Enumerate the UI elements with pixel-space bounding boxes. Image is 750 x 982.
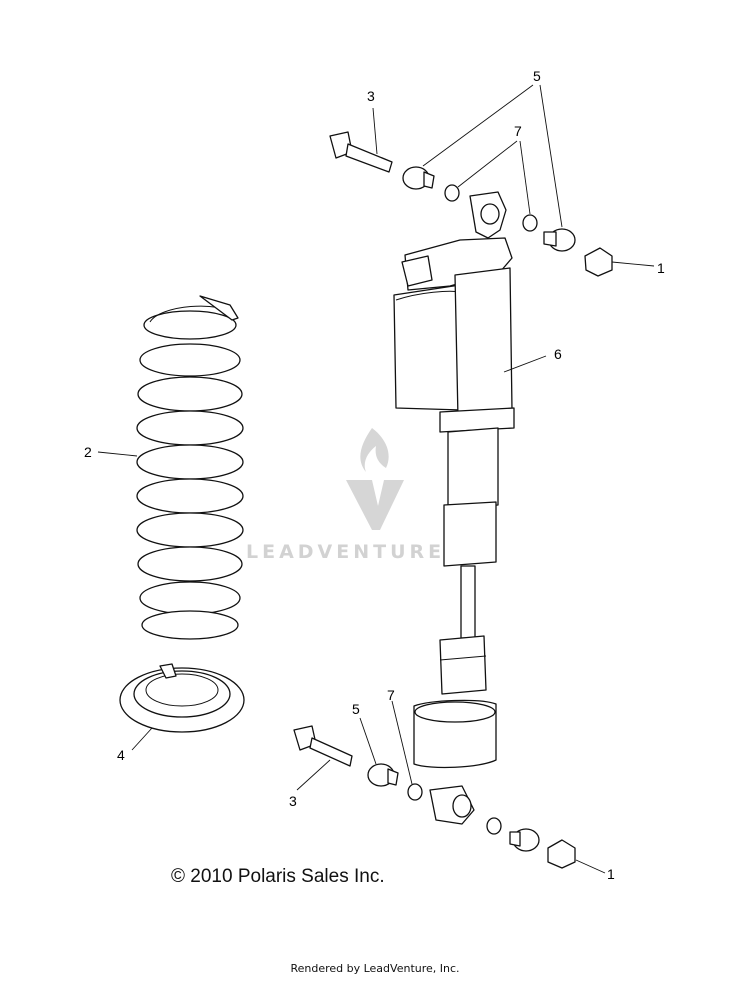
callout-bolt-top: 3 xyxy=(367,88,375,104)
callout-shock: 6 xyxy=(554,346,562,362)
bolt-bottom xyxy=(293,725,353,767)
bushing-bottom-right xyxy=(509,828,540,852)
callout-spring: 2 xyxy=(84,444,92,460)
nut-top xyxy=(584,247,613,277)
callout-bushing-bottom: 5 xyxy=(352,701,360,717)
rendered-by-footer: Rendered by LeadVenture, Inc. xyxy=(290,962,460,975)
nut-bottom xyxy=(547,839,576,869)
callout-spring-seat: 4 xyxy=(117,747,125,763)
washer-bottom-left xyxy=(407,783,423,801)
coil-spring xyxy=(136,295,244,640)
callout-bushing-top: 5 xyxy=(533,68,541,84)
bushing-top xyxy=(402,166,435,190)
shock-absorber xyxy=(393,191,515,825)
watermark-logo-icon xyxy=(346,428,404,530)
callout-nut-top: 1 xyxy=(657,260,665,276)
spring-seat xyxy=(119,663,245,733)
copyright-text: © 2010 Polaris Sales Inc. xyxy=(171,866,385,887)
watermark-text: LEADVENTURE xyxy=(246,541,445,563)
washer-top-right xyxy=(522,214,538,232)
washer-top-left xyxy=(444,184,460,202)
callout-washer-top: 7 xyxy=(514,123,522,139)
bushing-top-right xyxy=(543,228,576,252)
callout-washer-bottom: 7 xyxy=(387,687,395,703)
bushing-bottom xyxy=(367,763,399,787)
bolt-top xyxy=(329,131,393,173)
callout-nut-bottom: 1 xyxy=(607,866,615,882)
leader-lines xyxy=(97,84,655,874)
callout-bolt-bottom: 3 xyxy=(289,793,297,809)
washer-bottom-right xyxy=(486,817,502,835)
